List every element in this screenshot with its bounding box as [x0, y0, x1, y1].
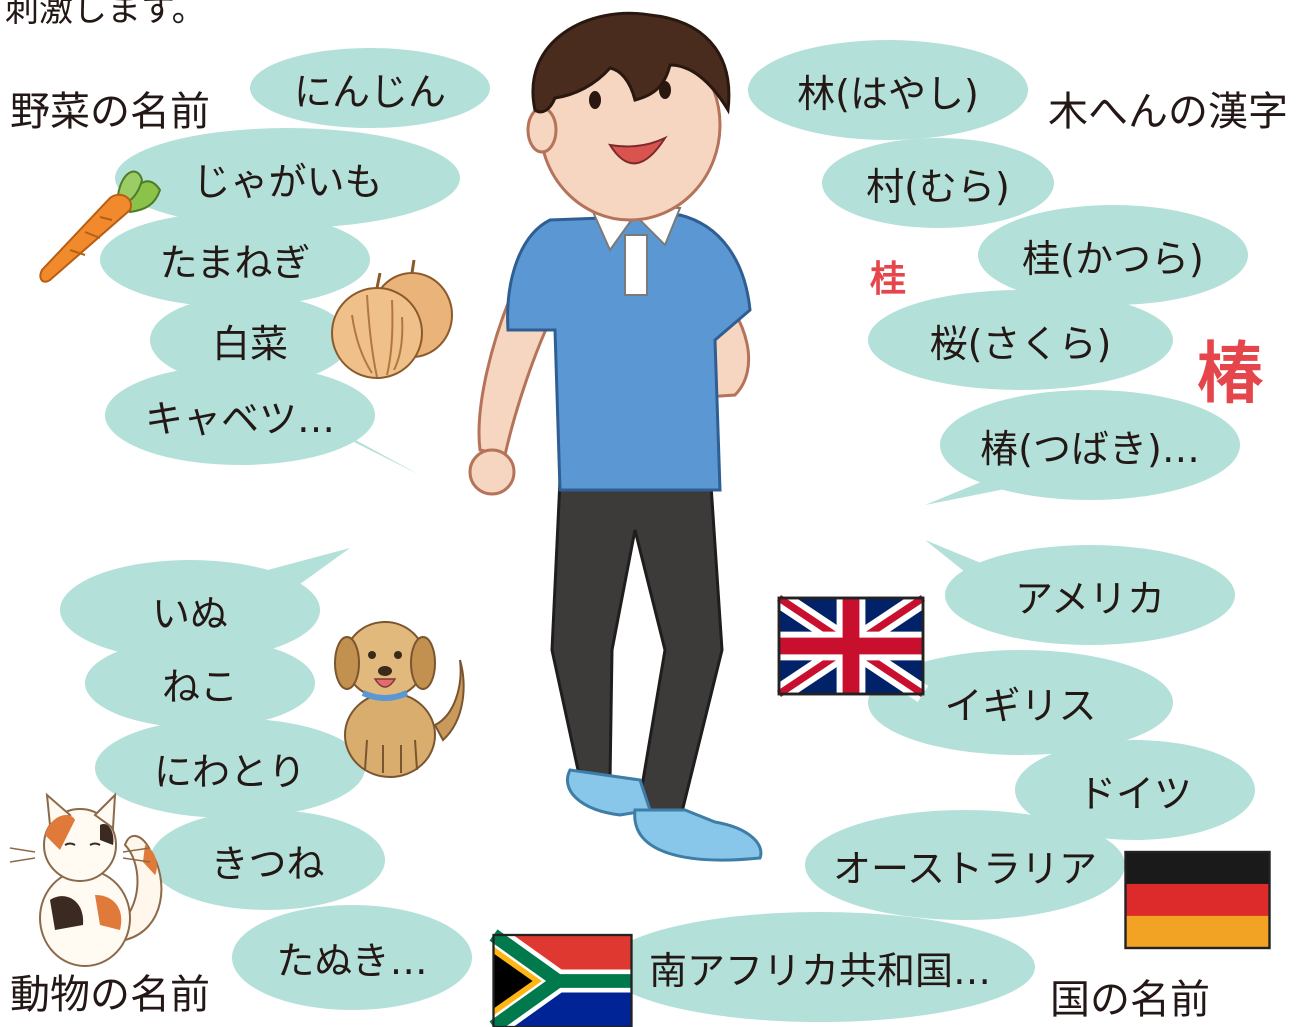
bubble-text: 南アフリカ共和国… — [648, 948, 991, 993]
bubble-kanji-2: 村(むら) — [822, 138, 1054, 228]
kanji-decor-tsubaki: 椿 — [1197, 335, 1263, 412]
bubble-text: 村(むら) — [866, 164, 1010, 209]
bubble-text: にんじん — [293, 69, 446, 114]
bubble-text: きつね — [210, 841, 325, 886]
germany-flag-icon — [1124, 850, 1271, 950]
bubble-text: アメリカ — [1014, 576, 1166, 621]
bubble-text: いぬ — [151, 591, 228, 636]
bubble-animal-3: にわとり — [95, 718, 365, 818]
countries-label: 国の名前 — [1050, 977, 1210, 1023]
bubble-vegetable-4: 白菜 — [150, 295, 350, 385]
bubble-text: ねこ — [161, 664, 238, 709]
bubble-text: ドイツ — [1077, 771, 1192, 816]
bubble-animal-4: きつね — [150, 810, 385, 910]
kanji-label: 木へんの漢字 — [1048, 89, 1288, 135]
boy-illustration — [468, 11, 763, 862]
bubble-text: じゃがいも — [192, 159, 383, 204]
vegetables-label: 野菜の名前 — [10, 89, 210, 135]
intro-text: 刺激します。 — [5, 0, 206, 30]
bubble-text: 林(はやし) — [797, 71, 979, 116]
bubble-text: 椿(つばき)… — [980, 426, 1200, 471]
bubble-vegetable-1: にんじん — [250, 48, 490, 128]
bubble-country-5: 南アフリカ共和国… — [605, 912, 1035, 1022]
bubble-text: キャベツ… — [144, 396, 335, 441]
bubble-animal-2: ねこ — [85, 638, 315, 728]
bubble-animal-5: たぬき… — [232, 905, 472, 1010]
south-africa-flag-icon — [486, 925, 633, 1027]
carrot-icon — [39, 170, 162, 283]
bubble-text: にわとり — [153, 749, 306, 794]
animals-label: 動物の名前 — [10, 972, 210, 1018]
uk-flag-icon — [773, 590, 929, 702]
bubble-text: 白菜 — [211, 321, 288, 366]
dog-icon — [334, 621, 465, 778]
bubble-text: 桂(かつら) — [1022, 236, 1204, 281]
bubble-kanji-5: 椿(つばき)… — [940, 390, 1240, 500]
bubble-country-1: アメリカ — [945, 545, 1235, 645]
bubble-kanji-1: 林(はやし) — [748, 40, 1028, 140]
bubble-vegetable-3: たまねぎ — [100, 212, 370, 307]
bubble-country-4: オーストラリア — [805, 810, 1125, 920]
bubble-text: たぬき… — [276, 939, 428, 983]
kanji-decor-katsura: 桂 — [870, 259, 907, 300]
bubble-kanji-3: 桂(かつら) — [978, 205, 1248, 305]
bubble-text: イギリス — [944, 684, 1097, 728]
bubble-text: オーストラリア — [832, 846, 1098, 891]
onion-icon — [331, 259, 453, 379]
bubble-text: 桜(さくら) — [929, 321, 1112, 366]
bubble-country-3: ドイツ — [1015, 740, 1255, 840]
cat-icon — [9, 792, 163, 967]
bubble-kanji-4: 桜(さくら) — [868, 290, 1173, 390]
bubble-vegetable-5: キャベツ… — [105, 365, 375, 465]
bubble-text: たまねぎ — [159, 241, 311, 285]
bubble-vegetable-2: じゃがいも — [115, 128, 460, 228]
